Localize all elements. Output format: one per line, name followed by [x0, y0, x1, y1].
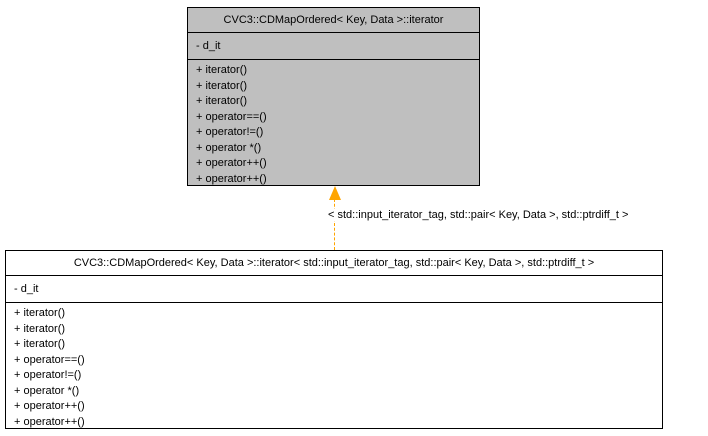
method-row: + operator *()	[14, 384, 80, 397]
attribute-row: - d_it	[14, 283, 39, 295]
method-row: + iterator()	[196, 64, 248, 76]
class-title: CVC3::CDMapOrdered< Key, Data >::iterato…	[6, 251, 662, 276]
method-row: + iterator()	[14, 322, 66, 335]
method-row: + operator++()	[196, 172, 267, 185]
method-row: + iterator()	[196, 79, 248, 92]
class-attributes: - d_it	[188, 33, 479, 60]
template-instantiation-edge	[334, 199, 335, 250]
method-row: + operator==()	[196, 110, 267, 123]
class-methods: + iterator() + iterator() + iterator() + op…	[188, 60, 479, 185]
template-instantiation-arrowhead-icon	[329, 186, 341, 200]
method-row: + operator++()	[14, 415, 85, 428]
method-row: + operator!=()	[196, 126, 264, 138]
class-methods: + iterator() + iterator() + iterator() + op…	[6, 303, 662, 428]
class-node-iterator-instantiation[interactable]: CVC3::CDMapOrdered< Key, Data >::iterato…	[5, 250, 663, 429]
method-row: + operator++()	[14, 400, 85, 412]
attribute-row: - d_it	[196, 40, 221, 52]
method-row: + iterator()	[14, 307, 66, 319]
method-row: + operator *()	[196, 141, 262, 154]
class-attributes: - d_it	[6, 276, 662, 303]
method-row: + iterator()	[14, 338, 66, 350]
method-row: + iterator()	[196, 95, 248, 107]
edge-template-arguments-label: < std::input_iterator_tag, std::pair< Ke…	[327, 209, 630, 221]
method-row: + operator++()	[196, 157, 267, 169]
class-title: CVC3::CDMapOrdered< Key, Data >::iterato…	[188, 8, 479, 33]
method-row: + operator==()	[14, 353, 85, 366]
class-node-iterator[interactable]: CVC3::CDMapOrdered< Key, Data >::iterato…	[187, 7, 480, 186]
method-row: + operator!=()	[14, 369, 82, 381]
